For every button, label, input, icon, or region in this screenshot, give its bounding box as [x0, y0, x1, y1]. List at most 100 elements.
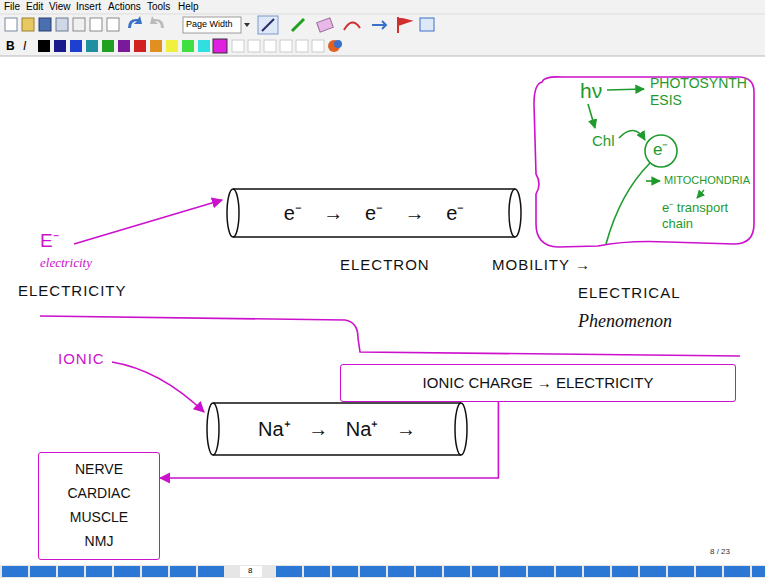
region-outline [528, 74, 758, 250]
menu-item: Tools [147, 1, 170, 13]
page-tab [668, 566, 694, 577]
color-swatch [198, 40, 210, 52]
page-tab [640, 566, 666, 577]
page-tab [332, 566, 358, 577]
page-tab [198, 566, 224, 577]
page-tab [142, 566, 168, 577]
color-swatch [150, 40, 162, 52]
color-swatch [296, 40, 308, 52]
tool-icon [73, 18, 85, 31]
bold-button: B [6, 39, 15, 53]
node-text: e⁻ → e⁻ → e⁻ [284, 201, 465, 225]
page-tab [724, 566, 750, 577]
node-text: IONIC CHARGE → ELECTRICITY [423, 374, 654, 392]
page-tab [2, 566, 28, 577]
node-text: PHOTOSYNTHESIS [650, 75, 754, 109]
color-swatch [232, 40, 244, 52]
menu-item: View [49, 1, 71, 13]
photosynthesis-region: hνPHOTOSYNTHESISChle⁻MITOCHONDRIAe⁻ tran… [528, 74, 758, 250]
color-swatch [213, 39, 227, 53]
color-swatch [70, 40, 82, 52]
page-tab [416, 566, 442, 577]
color-swatch [86, 40, 98, 52]
page-tab [276, 566, 302, 577]
electron-path [606, 163, 650, 244]
page-tab [696, 566, 722, 577]
flag-icon [398, 17, 410, 33]
color-swatch [182, 40, 194, 52]
menu-divider [0, 14, 765, 15]
tube-end [227, 189, 239, 237]
pen-icon [262, 19, 274, 31]
page-tab [752, 566, 765, 577]
node-text: hν [580, 78, 602, 103]
tissue-list-box: NERVE CARDIAC MUSCLE NMJ [38, 452, 160, 560]
page-tab [388, 566, 414, 577]
highlighter-icon [292, 19, 304, 31]
color-palette [38, 39, 342, 53]
menu-item: Actions [108, 1, 141, 13]
toolbar-divider [0, 56, 765, 57]
tube-end [455, 403, 467, 455]
menu-item: File [4, 1, 20, 13]
pen-button [258, 16, 278, 34]
zoom-value: Page Width [186, 19, 233, 30]
electron-circle [645, 135, 677, 167]
color-swatch [264, 40, 276, 52]
insert-space-icon [372, 21, 386, 29]
color-swatch [134, 40, 146, 52]
green-arrow [588, 104, 595, 128]
electron-path [619, 130, 645, 140]
status-bar [0, 565, 765, 578]
page-tab [58, 566, 84, 577]
handwritten-note: E⁻ [40, 230, 59, 253]
dropdown-arrow [244, 23, 250, 27]
toolbar [0, 0, 765, 56]
green-arrow [697, 190, 704, 198]
handwritten-note: ELECTRICITY [18, 282, 127, 300]
page-tab [472, 566, 498, 577]
page-counter: 8 / 23 [710, 547, 730, 557]
zoom-dropdown [183, 17, 241, 33]
page-tab [86, 566, 112, 577]
current-page-tab [240, 566, 262, 577]
green-arrow [607, 89, 644, 90]
node-text: e⁻ transport chain [662, 200, 754, 231]
handwritten-note: electricity [40, 255, 92, 271]
color-swatch [38, 40, 50, 52]
color-swatch [54, 40, 66, 52]
node-text: MITOCHONDRIA [664, 174, 750, 187]
leader-arrow [112, 362, 204, 412]
undo-icon [128, 16, 142, 28]
conductor-tube: e⁻ → e⁻ → e⁻ [226, 188, 522, 238]
menu-item: Insert [76, 1, 101, 13]
region-border [534, 77, 754, 247]
tube-end [207, 403, 219, 455]
tool-icon [107, 18, 119, 31]
handwritten-note: ELECTRON [340, 256, 430, 274]
color-swatch [280, 40, 292, 52]
color-picker-icon [334, 40, 342, 48]
tube-wall [233, 189, 515, 237]
page-tab [360, 566, 386, 577]
menu-item: Edit [26, 1, 43, 13]
handwritten-note: ELECTRICAL [578, 284, 681, 302]
color-swatch [166, 40, 178, 52]
page-tab [612, 566, 638, 577]
connector-arrow [160, 402, 498, 478]
page-tab [170, 566, 196, 577]
italic-button: I [23, 39, 26, 53]
node-text: Na⁺ → Na⁺ → [258, 417, 416, 441]
page-tab [304, 566, 330, 577]
color-swatch [312, 40, 324, 52]
tool-icon [22, 18, 34, 31]
lasso-icon [344, 22, 360, 30]
leader-arrow [74, 200, 222, 244]
menu-item: Help [178, 1, 199, 13]
tool-icon [420, 18, 434, 31]
ion-channel-tube: Na⁺ → Na⁺ → [206, 402, 468, 456]
tool-icon [90, 18, 102, 31]
page-tab [584, 566, 610, 577]
handwritten-note: IONIC [58, 350, 105, 368]
toolbar-ground [0, 0, 765, 56]
